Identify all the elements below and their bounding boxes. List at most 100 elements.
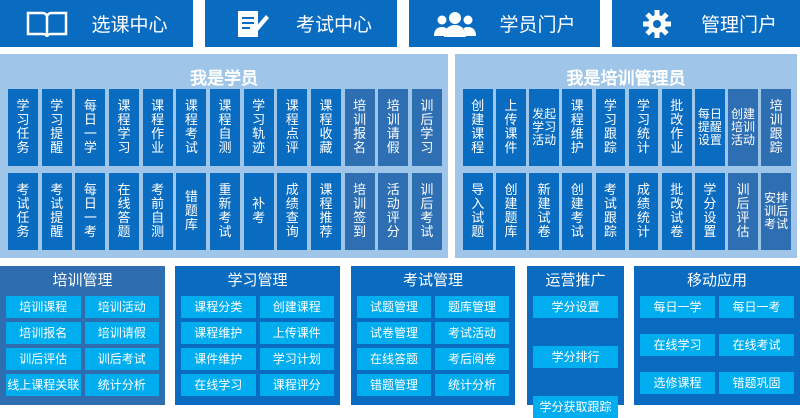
module-item[interactable]: 上传课件	[259, 322, 334, 344]
module-title: 培训管理	[52, 271, 113, 289]
student-tile[interactable]: 补考	[243, 173, 274, 250]
module-item[interactable]: 课程分类	[181, 296, 256, 318]
nav-student-portal[interactable]: 学员门户	[409, 0, 600, 47]
module-items: 培训课程培训活动培训报名培训请假训后评估训后考试线上课程关联统计分析	[0, 296, 165, 396]
student-tile[interactable]: 课程学习	[108, 89, 140, 166]
student-tile[interactable]: 训后考试	[411, 173, 442, 250]
student-tile[interactable]: 考前自测	[142, 173, 173, 250]
module-operations: 运营推广学分设置学分排行学分获取跟踪	[527, 266, 624, 418]
module-item[interactable]: 培训活动	[84, 296, 159, 318]
student-tile[interactable]: 学习任务	[8, 89, 39, 166]
module-item[interactable]: 学分获取跟踪	[533, 396, 618, 418]
module-item[interactable]: 选修课程	[640, 372, 715, 394]
student-tile[interactable]: 重新考试	[209, 173, 241, 250]
admin-tile[interactable]: 创建题库	[496, 173, 526, 250]
tile-label: 活动评分	[386, 182, 400, 240]
module-item[interactable]: 学分排行	[533, 346, 618, 368]
tile-label: 重新考试	[218, 182, 232, 240]
admin-tile[interactable]: 批改作业	[661, 89, 692, 166]
admin-tile[interactable]: 发起学习活动	[529, 89, 559, 166]
module-item[interactable]: 题库管理	[435, 296, 509, 318]
admin-tile[interactable]: 创建课程	[463, 89, 493, 166]
module-item[interactable]: 在线答题	[357, 348, 431, 370]
tile-label: 训后评估	[736, 182, 750, 240]
student-tile[interactable]: 课程收藏	[310, 89, 342, 166]
admin-tile[interactable]: 上传课件	[496, 89, 526, 166]
admin-tile[interactable]: 成绩统计	[628, 173, 659, 250]
module-item[interactable]: 课件维护	[181, 348, 256, 370]
admin-tile[interactable]: 培训跟踪	[761, 89, 791, 166]
student-tile[interactable]: 培训签到	[344, 173, 375, 250]
admin-tile[interactable]: 批改试卷	[661, 173, 692, 250]
student-tile[interactable]: 培训报名	[344, 89, 375, 166]
student-tile[interactable]: 活动评分	[378, 173, 409, 250]
tile-label: 成绩查询	[285, 182, 299, 240]
module-item[interactable]: 创建课程	[259, 296, 334, 318]
student-tile[interactable]: 学习轨迹	[243, 89, 274, 166]
module-item[interactable]: 在线学习	[640, 334, 715, 356]
module-item[interactable]: 学习计划	[259, 348, 334, 370]
module-title: 运营推广	[545, 271, 606, 289]
student-tile[interactable]: 培训请假	[378, 89, 409, 166]
module-item[interactable]: 训后考试	[84, 348, 159, 370]
tile-label: 每日一学	[83, 98, 97, 156]
admin-tile[interactable]: 新建试卷	[529, 173, 559, 250]
student-tile[interactable]: 训后学习	[411, 89, 442, 166]
admin-tile[interactable]: 导入试题	[463, 173, 493, 250]
module-item[interactable]: 培训课程	[6, 296, 81, 318]
module-item[interactable]: 考后阅卷	[435, 348, 509, 370]
student-tile[interactable]: 课程作业	[142, 89, 173, 166]
module-exam: 考试管理试题管理题库管理试卷管理考试活动在线答题考后阅卷错题管理统计分析	[351, 266, 515, 405]
tile-label: 课程学习	[117, 98, 131, 156]
module-item[interactable]: 培训报名	[6, 322, 81, 344]
module-item[interactable]: 每日一考	[719, 296, 794, 318]
module-item[interactable]: 试题管理	[357, 296, 431, 318]
student-tile[interactable]: 在线答题	[108, 173, 140, 250]
module-item[interactable]: 课程评分	[259, 374, 334, 396]
module-item[interactable]: 统计分析	[84, 374, 159, 396]
student-tile[interactable]: 每日一考	[75, 173, 106, 250]
nav-course-center[interactable]: 选课中心	[0, 0, 193, 47]
admin-tile[interactable]: 学习跟踪	[595, 89, 626, 166]
admin-tile[interactable]: 训后评估	[728, 173, 758, 250]
admin-tile[interactable]: 课程维护	[562, 89, 593, 166]
admin-tile[interactable]: 安排训后考试	[761, 173, 791, 250]
admin-tile[interactable]: 创建考试	[562, 173, 593, 250]
student-tile[interactable]: 课程推荐	[310, 173, 342, 250]
student-tile[interactable]: 考试提醒	[41, 173, 72, 250]
module-item[interactable]: 错题巩固	[719, 372, 794, 394]
module-item[interactable]: 课程维护	[181, 322, 256, 344]
tile-label: 创建培训活动	[731, 107, 756, 147]
admin-tile[interactable]: 考试跟踪	[595, 173, 626, 250]
admin-tile[interactable]: 学习统计	[628, 89, 659, 166]
module-item[interactable]: 在线考试	[719, 334, 794, 356]
nav-admin-portal[interactable]: 管理门户	[612, 0, 800, 47]
student-tile[interactable]: 成绩查询	[277, 173, 308, 250]
student-tile[interactable]: 课程自测	[209, 89, 241, 166]
module-item[interactable]: 统计分析	[435, 374, 509, 396]
student-tile[interactable]: 课程考试	[176, 89, 207, 166]
module-item[interactable]: 考试活动	[435, 322, 509, 344]
admin-tile[interactable]: 每日提醒设置	[695, 89, 725, 166]
student-tile[interactable]: 课程点评	[277, 89, 308, 166]
exam-edit-icon	[237, 10, 269, 37]
tile-label: 成绩统计	[637, 182, 651, 240]
module-item[interactable]: 学分设置	[533, 296, 618, 318]
student-tile[interactable]: 每日一学	[75, 89, 106, 166]
module-item[interactable]: 线上课程关联	[6, 374, 81, 396]
student-tiles: 学习任务学习提醒每日一学 课程学习课程作业课程考试课程自测学习轨迹课程点评课程收藏…	[8, 89, 442, 250]
student-tile[interactable]: 考试任务	[8, 173, 39, 250]
student-tile[interactable]: 错题库	[176, 173, 207, 250]
admin-tile[interactable]: 学分设置	[695, 173, 725, 250]
module-item[interactable]: 试卷管理	[357, 322, 431, 344]
module-item[interactable]: 在线学习	[181, 374, 256, 396]
module-item[interactable]: 训后评估	[6, 348, 81, 370]
tile-label: 创建考试	[570, 182, 584, 240]
student-tile[interactable]: 学习提醒	[41, 89, 72, 166]
module-item[interactable]: 错题管理	[357, 374, 431, 396]
nav-label: 管理门户	[700, 14, 777, 36]
admin-tile[interactable]: 创建培训活动	[728, 89, 758, 166]
module-item[interactable]: 培训请假	[84, 322, 159, 344]
module-item[interactable]: 每日一学	[640, 296, 715, 318]
nav-exam-center[interactable]: 考试中心	[205, 0, 397, 47]
